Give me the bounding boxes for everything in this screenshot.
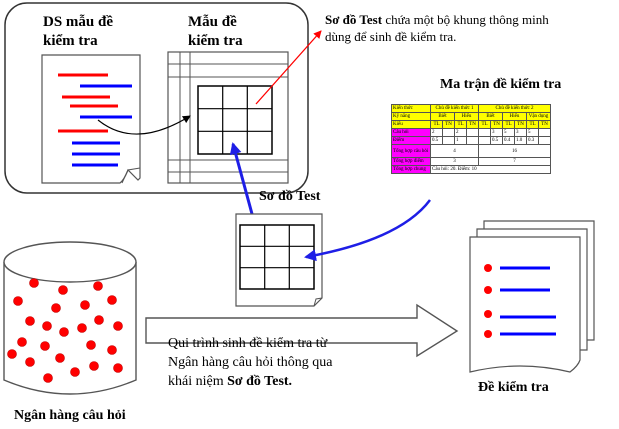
matrix-label-cell: Kiến thức [391,104,431,113]
matrix-value-cell [466,128,479,137]
matrix-type-cell: TL [478,120,491,129]
matrix-total-cell: 4 [430,144,479,158]
matrix-type-cell: TN [466,120,479,129]
matrix-value-cell: 0.4 [502,136,515,145]
list-to-template-arrow [97,115,191,135]
matrix-value-cell: 3 [514,128,527,137]
matrix-type-cell: TL [526,120,539,129]
matrix-value-cell: 0.3 [526,136,539,145]
matrix-value-cell [478,136,491,145]
matrix-label-cell: Tổng hợp chung [391,165,431,174]
matrix-label-cell: Điểm [391,136,431,145]
matrix-value-cell: 0.5 [430,136,443,145]
inner-grid [197,85,273,155]
question-bank-label: Ngân hàng câu hỏi [14,408,126,423]
matrix-header-cell: Hiểu [502,112,527,121]
matrix-label-cell: Tổng hợp điểm [391,157,431,166]
matrix-type-cell: TN [442,120,455,129]
process-arrow [145,303,459,358]
matrix-value-cell: 2 [430,128,443,137]
matrix-total-cell: 16 [478,144,551,158]
matrix-total-cell: 7 [478,157,551,166]
matrix-header-cell: Biết [430,112,455,121]
test-schema-document-icon [235,213,323,307]
matrix-value-cell [442,136,455,145]
matrix-label-cell: Kỹ năng [391,112,431,121]
process-description: Qui trình sinh đề kiểm tra từ Ngân hàng … [168,336,333,389]
so-do-test-center-label: Sơ đồ Test [259,189,321,204]
matrix-title: Ma trận đề kiểm tra [440,77,562,92]
matrix-value-cell [538,136,551,145]
matrix-value-cell: 3 [490,128,503,137]
question-dots [7,278,123,383]
matrix-value-cell: 1 [454,136,467,145]
matrix-value-cell [442,128,455,137]
matrix-label-cell: Câu hỏi [391,128,431,137]
grid-to-description-arrow [255,30,322,105]
matrix-header-cell: Vận dụng [526,112,551,121]
matrix-value-cell [538,128,551,137]
matrix-value-cell: 5 [502,128,515,137]
matrix-to-test-arrow [304,199,431,262]
matrix-value-cell [466,136,479,145]
matrix-total-cell: 3 [430,157,479,166]
matrix-header-cell: Biết [478,112,503,121]
matrix-value-cell: 5 [526,128,539,137]
matrix-value-cell [478,128,491,137]
so-do-test-description: Sơ đồ Test chứa một bộ khung thông minh … [325,12,549,44]
question-bank-cylinder-icon [3,241,137,395]
matrix-value-cell: 0.5 [490,136,503,145]
template-list-document-icon [41,54,141,184]
matrix-header-cell: Chủ đề kiến thức 2 [478,104,551,113]
matrix-header-cell: Chủ đề kiến thức 1 [430,104,479,113]
matrix-type-cell: TL [430,120,443,129]
mau-de-label: Mẫu đề kiểm tra [188,14,243,49]
matrix-value-cell: 2 [454,128,467,137]
matrix-total-cell: Câu hỏi: 20. Điểm: 10 [430,165,551,174]
matrix-type-cell: TL [502,120,515,129]
output-test-label: Đề kiểm tra [478,380,549,395]
test-matrix: Kiến thức Chủ đề kiến thức 1 Chủ đề kiến… [391,104,551,174]
matrix-type-cell: TL [454,120,467,129]
matrix-label-cell: Kiểu [391,120,431,129]
matrix-type-cell: TN [538,120,551,129]
matrix-type-cell: TN [514,120,527,129]
matrix-label-cell: Tổng hợp câu hỏi [391,144,431,158]
test-template-form [167,51,289,184]
matrix-value-cell: 1.0 [514,136,527,145]
matrix-type-cell: TN [490,120,503,129]
ds-mau-de-label: DS mẫu đề kiểm tra [43,14,114,49]
generated-tests-document-stack-icon [469,220,595,373]
matrix-header-cell: Hiểu [454,112,479,121]
